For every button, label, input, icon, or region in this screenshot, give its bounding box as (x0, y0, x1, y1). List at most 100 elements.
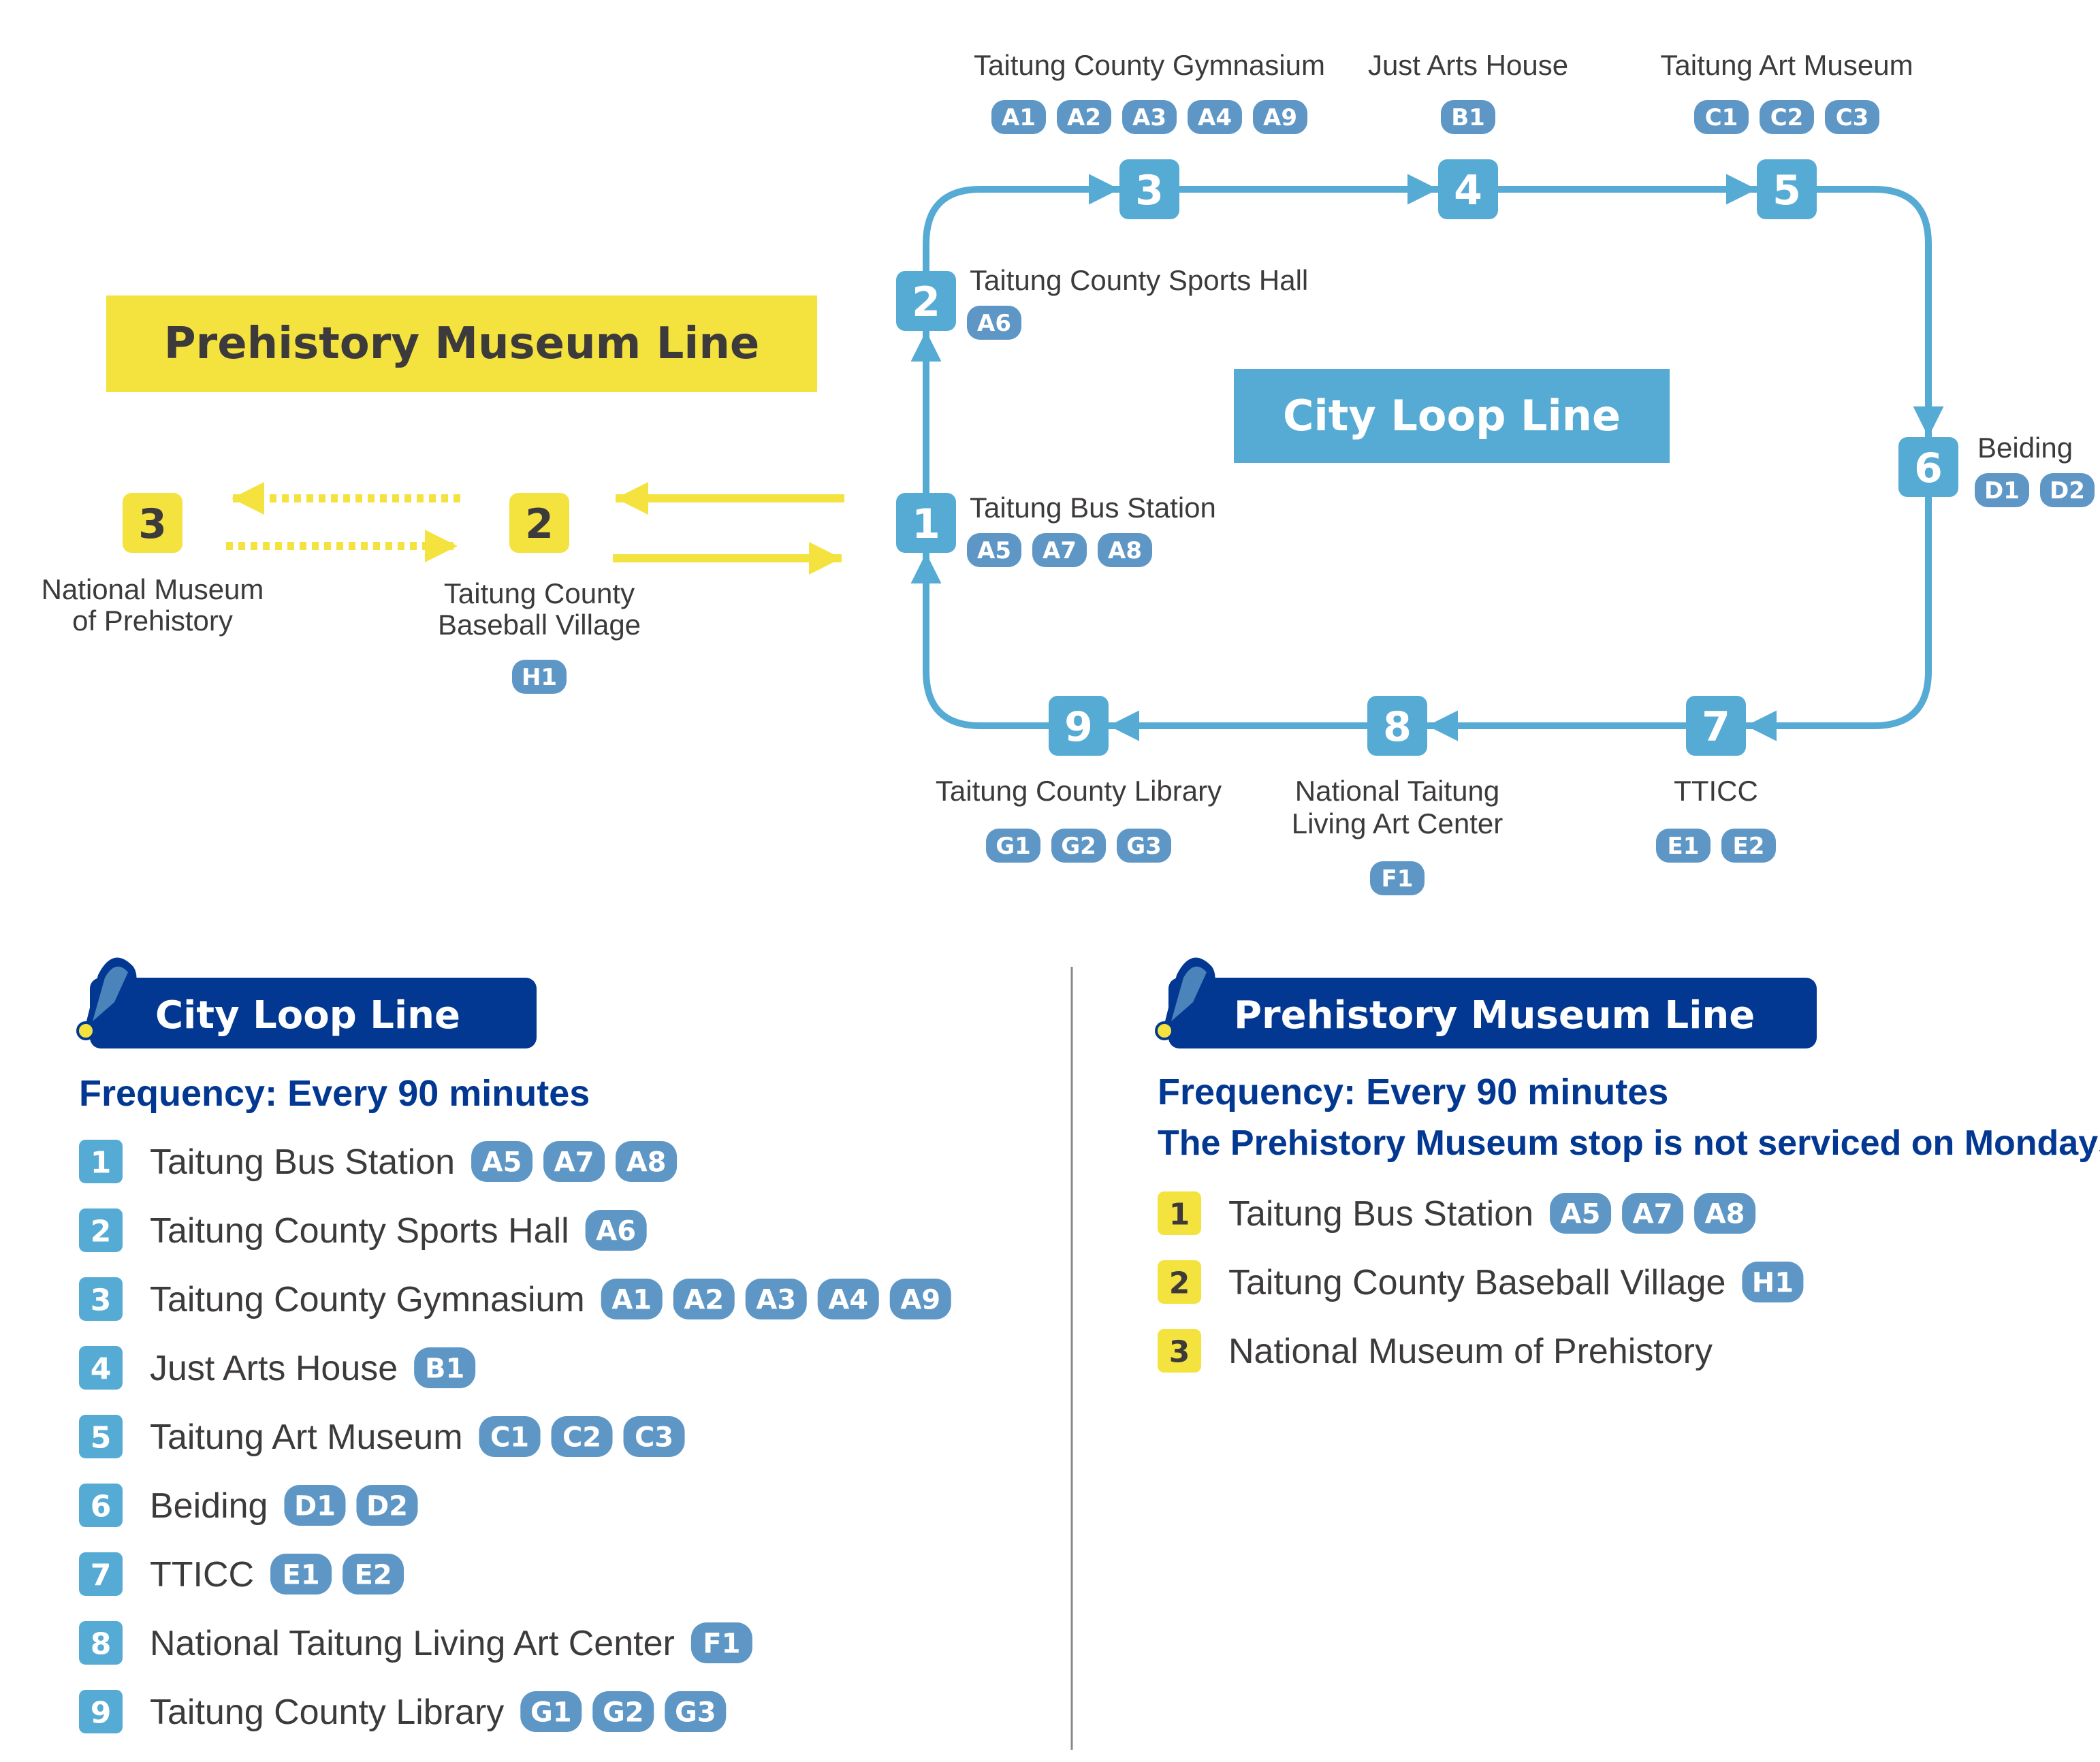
stop-code: F1 (703, 1628, 740, 1659)
stop-code: A3 (756, 1284, 796, 1315)
station-number: 5 (79, 1415, 123, 1458)
station-name: Just Arts House (1368, 49, 1568, 81)
station-number: 4 (79, 1346, 123, 1390)
station-number-text: 2 (912, 278, 940, 326)
station-name: National Taitung Living Art Center (150, 1624, 675, 1663)
stop-code-badge: A1 (601, 1279, 663, 1319)
frequency-text: Frequency: Every 90 minutes (1158, 1072, 1668, 1112)
stop-code: E1 (283, 1559, 320, 1590)
station-number: 5 (1757, 159, 1817, 219)
station-name: TTICC (150, 1555, 254, 1595)
stop-code: A4 (828, 1284, 868, 1315)
stop-code-badge: A8 (616, 1141, 678, 1182)
station-number-text: 1 (1169, 1197, 1190, 1232)
stop-code-badge: G2 (592, 1691, 654, 1732)
station-number-text: 4 (91, 1351, 112, 1386)
legend-item: 8 National Taitung Living Art Center F1 (79, 1621, 752, 1665)
station-number-text: 5 (1772, 167, 1801, 214)
stop-code: A2 (1067, 104, 1101, 131)
stop-code-badge: A4 (817, 1279, 879, 1319)
stop-code: H1 (1752, 1267, 1794, 1298)
station-name: Baseball Village (438, 609, 641, 641)
station-name: National Taitung (1295, 775, 1499, 807)
prehistory-line-title: Prehistory Museum Line (106, 295, 817, 392)
stop-code-badge: A8 (1098, 533, 1152, 567)
legend-banner (90, 978, 537, 1048)
stop-code: C3 (635, 1422, 673, 1453)
frequency-text: Frequency: Every 90 minutes (79, 1073, 590, 1114)
station-name: Taitung Art Museum (1660, 49, 1913, 81)
station-number: 7 (1686, 696, 1746, 756)
station-number-text: 1 (912, 500, 940, 548)
station-name: Taitung County (444, 577, 635, 609)
station-number-text: 2 (91, 1214, 112, 1249)
stop-code-badge: A3 (1122, 100, 1177, 134)
stop-code: A7 (1043, 537, 1077, 564)
stop-code: A7 (1633, 1198, 1673, 1230)
stop-code-badge: C3 (623, 1416, 685, 1457)
station-number-text: 7 (91, 1558, 112, 1592)
stop-code-badge: B1 (1441, 100, 1495, 134)
station-name: Taitung Bus Station (970, 492, 1216, 524)
stop-code: D1 (294, 1490, 336, 1522)
stop-code-badge: E2 (1721, 829, 1776, 863)
stop-code-badge: A2 (1057, 100, 1111, 134)
station-name: Taitung County Library (936, 775, 1222, 807)
station-name: Taitung County Gymnasium (150, 1280, 585, 1319)
stop-code-badge: C2 (551, 1416, 613, 1457)
stop-code: G1 (530, 1697, 572, 1728)
stop-code: A6 (977, 310, 1011, 337)
stop-code: A1 (611, 1284, 652, 1315)
station-number-text: 6 (91, 1489, 112, 1524)
station-name: Beiding (1977, 432, 2073, 464)
station-number: 1 (1158, 1191, 1201, 1235)
station-number: 2 (896, 271, 956, 331)
stop-code: D2 (2050, 477, 2085, 504)
stop-code: A5 (1561, 1198, 1601, 1230)
stop-code: C3 (1836, 104, 1869, 131)
city-loop-title: City Loop Line (1234, 369, 1670, 463)
station-number: 8 (79, 1621, 123, 1665)
station-name: Taitung County Sports Hall (150, 1211, 569, 1251)
stop-code-badge: A6 (967, 306, 1021, 340)
stop-code: C1 (1705, 104, 1738, 131)
station-name: Taitung Bus Station (1228, 1194, 1533, 1234)
stop-code-badge: C2 (1760, 100, 1814, 134)
station-number-text: 4 (1454, 167, 1482, 214)
prehistory-title-text: Prehistory Museum Line (164, 319, 760, 369)
stop-code: D2 (366, 1490, 408, 1522)
station-number: 9 (79, 1690, 123, 1733)
station-number-text: 9 (1064, 703, 1093, 751)
stop-code: A3 (1132, 104, 1166, 131)
station-number: 3 (79, 1277, 123, 1321)
stop-code: A5 (482, 1147, 522, 1178)
stop-code: E1 (1668, 833, 1700, 860)
station-number-text: 5 (91, 1420, 112, 1455)
station-name: of Prehistory (72, 605, 233, 637)
station-name: Living Art Center (1292, 807, 1504, 839)
stop-code-badge: A9 (1253, 100, 1307, 134)
direction-arrows (910, 174, 1944, 741)
station-name: National Museum of Prehistory (1228, 1332, 1713, 1371)
stop-code-badge: A7 (543, 1141, 605, 1182)
stop-code-badge: A1 (991, 100, 1046, 134)
station-name: Taitung County Gymnasium (974, 49, 1325, 81)
stop-code-badge: C1 (479, 1416, 541, 1457)
stop-code: A8 (1108, 537, 1142, 564)
stop-code-badge: A7 (1622, 1193, 1684, 1234)
